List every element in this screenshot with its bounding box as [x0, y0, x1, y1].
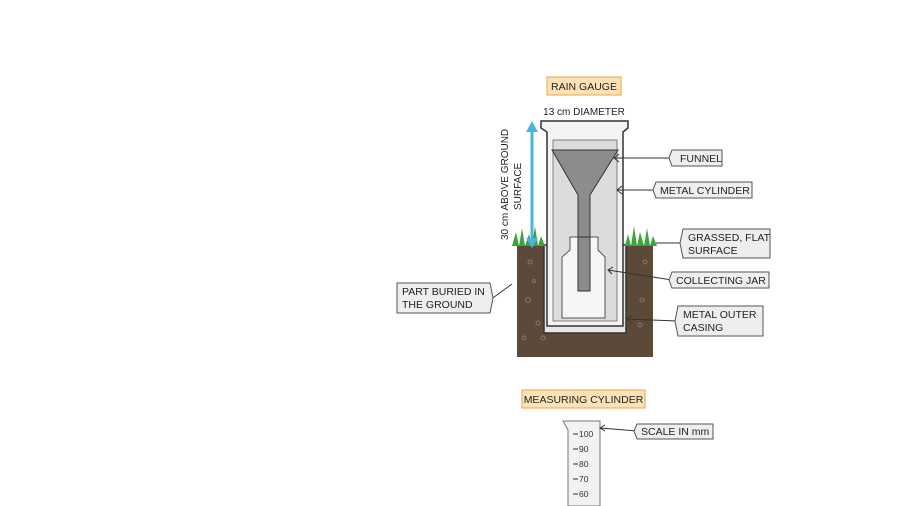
rain-gauge-title: RAIN GAUGE: [546, 76, 622, 96]
height-arrow: [526, 121, 538, 248]
leader-scale: [599, 424, 638, 432]
callout-part-buried: PART BURIED IN THE GROUND: [396, 282, 494, 314]
callout-metal-outer-casing: METAL OUTER CASING: [674, 305, 764, 337]
callout-funnel: FUNNEL: [668, 149, 723, 167]
measuring-cylinder-title: MEASURING CYLINDER: [521, 389, 646, 409]
height-label-line1: 30 cm ABOVE GROUND: [500, 129, 511, 240]
callout-buried-line1: PART BURIED IN: [402, 286, 485, 298]
scale-ticks: 100 90 80 70 60: [573, 429, 593, 499]
callout-grassed-surface: GRASSED, FLAT SURFACE: [679, 228, 771, 259]
grass-right: [625, 226, 657, 246]
callout-scale: SCALE IN mm: [633, 423, 714, 440]
rain-gauge-title-text: RAIN GAUGE: [551, 81, 617, 93]
measuring-cylinder: [562, 420, 601, 506]
scale-tick-label: 60: [579, 489, 589, 499]
callout-scale-text: SCALE IN mm: [641, 426, 710, 438]
callout-outer-line2: CASING: [683, 322, 723, 334]
callout-grassed-line1: GRASSED, FLAT: [688, 232, 771, 244]
grass-left: [512, 226, 545, 246]
scale-tick-label: 90: [579, 444, 589, 454]
soil-pebbles: [521, 259, 648, 341]
funnel-spout: [577, 236, 591, 292]
scale-tick-label: 80: [579, 459, 589, 469]
leader-lines: [489, 153, 683, 324]
callout-metal-cylinder: METAL CYLINDER: [652, 181, 753, 199]
scale-tick-label: 100: [579, 429, 593, 439]
callout-outer-line1: METAL OUTER: [683, 309, 757, 321]
callout-metal-cylinder-text: METAL CYLINDER: [660, 185, 750, 197]
diameter-label: 13 cm DIAMETER: [543, 107, 625, 118]
height-label-line2: SURFACE: [513, 162, 524, 210]
scale-tick-label: 70: [579, 474, 589, 484]
callout-buried-line2: THE GROUND: [402, 299, 473, 311]
measuring-cylinder-title-text: MEASURING CYLINDER: [524, 394, 644, 406]
callout-grassed-line2: SURFACE: [688, 245, 738, 257]
callout-collecting-jar-text: COLLECTING JAR: [676, 275, 766, 287]
callout-collecting-jar: COLLECTING JAR: [668, 271, 770, 289]
callout-funnel-text: FUNNEL: [680, 153, 722, 165]
